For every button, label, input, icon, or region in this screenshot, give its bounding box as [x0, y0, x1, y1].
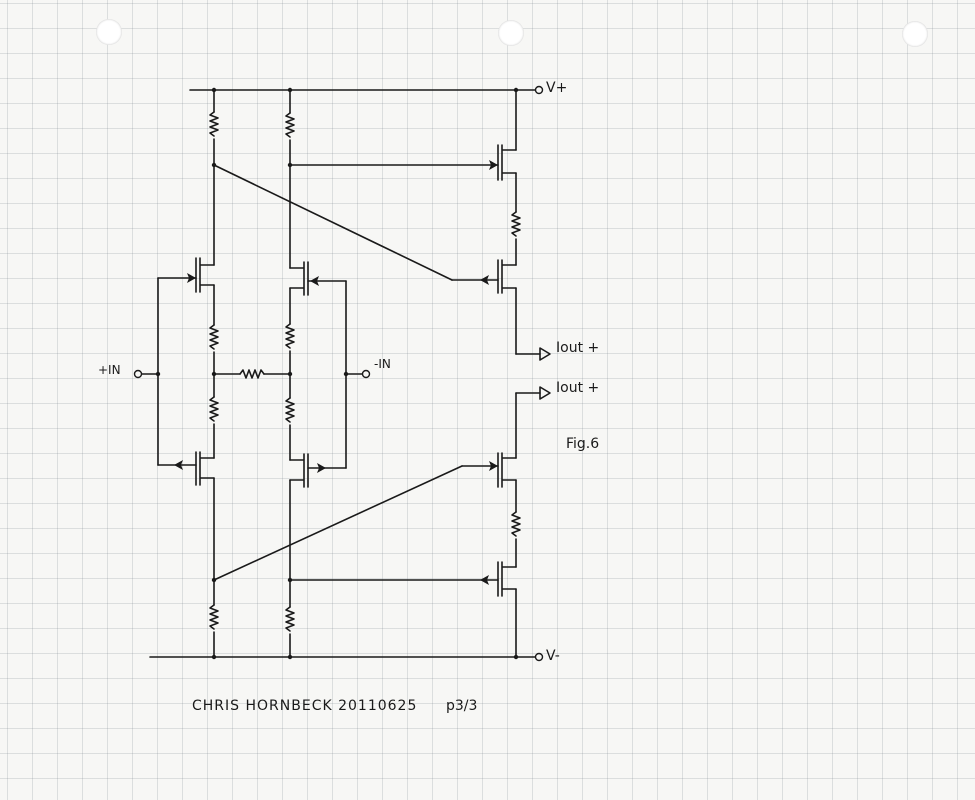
iout-bottom-arrow	[539, 386, 551, 400]
vplus-label: V+	[546, 80, 568, 96]
resistor-r1	[209, 111, 219, 137]
binder-hole-center	[498, 20, 524, 46]
resistor-r6	[285, 323, 295, 349]
minus-in-network	[307, 276, 371, 473]
iout-top-arrow	[539, 347, 551, 361]
plus-in-network	[133, 273, 197, 470]
transistor-q1	[195, 257, 215, 293]
transistor-q5	[497, 144, 517, 181]
binder-hole-left	[96, 19, 122, 45]
vplus-terminal	[534, 85, 544, 95]
resistor-bridge	[239, 369, 265, 379]
signature: CHRIS HORNBECK 20110625	[192, 698, 418, 714]
vminus-label: V-	[546, 648, 560, 664]
transistor-q4	[289, 453, 309, 488]
vminus-terminal	[534, 652, 544, 662]
resistor-r4	[209, 604, 219, 630]
iout-top-label: Iout +	[556, 340, 600, 356]
resistor-r9	[511, 211, 521, 237]
resistor-r3	[209, 396, 219, 422]
transistor-q8	[497, 561, 517, 597]
minus-in-label: -IN	[374, 357, 391, 371]
left-column	[195, 89, 219, 658]
figure-label: Fig.6	[566, 436, 600, 452]
transistor-q3	[289, 261, 309, 296]
transistor-q2	[195, 451, 215, 486]
resistor-r2	[209, 324, 219, 350]
page-number: p3/3	[446, 698, 478, 714]
transistor-q7	[497, 452, 517, 488]
resistor-r7	[285, 397, 295, 423]
junction-dots	[155, 87, 519, 660]
resistor-r5	[285, 112, 295, 138]
resistor-r8	[285, 606, 295, 632]
plus-in-label: +IN	[98, 363, 121, 377]
iout-bottom-label: Iout +	[556, 380, 600, 396]
transistor-q6	[497, 259, 517, 294]
center-column	[285, 89, 309, 658]
resistor-r10	[511, 511, 521, 537]
output-stage	[213, 89, 551, 658]
binder-hole-right	[902, 21, 928, 47]
